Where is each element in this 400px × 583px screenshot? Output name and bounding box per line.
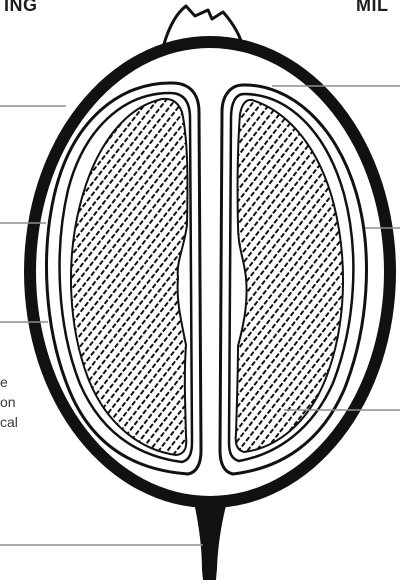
- heading-left: ING: [4, 0, 38, 16]
- caption-line: cal: [0, 412, 18, 432]
- caption-line: e: [0, 372, 18, 392]
- stem: [193, 498, 228, 580]
- caption-text: e on cal: [0, 372, 18, 432]
- caption-line: on: [0, 392, 18, 412]
- heading-right: MIL: [356, 0, 389, 16]
